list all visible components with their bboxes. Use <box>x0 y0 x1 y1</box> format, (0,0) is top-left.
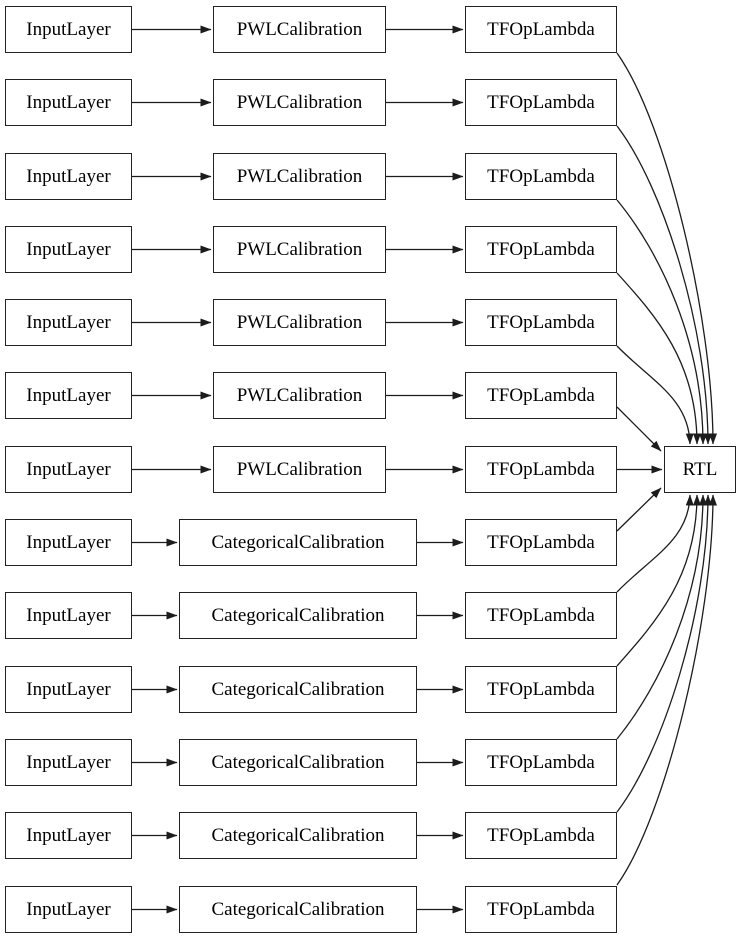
edge-lambda-rtl-9 <box>616 494 694 593</box>
edge-lambda-rtl-5 <box>616 345 694 445</box>
pwl-calibration-node-1: PWLCalibration <box>213 6 386 53</box>
edge-lambda-rtl-12 <box>616 494 712 813</box>
categorical-calibration-node-13: CategoricalCalibration <box>179 886 417 933</box>
input-layer-node-8: InputLayer <box>5 519 132 566</box>
input-layer-node-7: InputLayer <box>5 446 132 493</box>
categorical-calibration-node-8: CategoricalCalibration <box>179 519 417 566</box>
input-layer-node-13: InputLayer <box>5 886 132 933</box>
edge-lambda-rtl-4 <box>616 272 701 445</box>
input-layer-node-11: InputLayer <box>5 739 132 786</box>
tfop-lambda-node-3: TFOpLambda <box>465 153 617 200</box>
edge-lambda-rtl-11 <box>616 494 707 740</box>
tfop-lambda-node-1: TFOpLambda <box>465 6 617 53</box>
edge-lambda-rtl-8 <box>616 487 662 532</box>
edge-lambda-rtl-2 <box>616 125 712 445</box>
pwl-calibration-node-5: PWLCalibration <box>213 299 386 346</box>
input-layer-node-1: InputLayer <box>5 6 132 53</box>
categorical-calibration-node-10: CategoricalCalibration <box>179 666 417 713</box>
tfop-lambda-node-12: TFOpLambda <box>465 812 617 859</box>
edge-lambda-rtl-1 <box>616 52 717 445</box>
edge-lambda-rtl-13 <box>616 494 717 886</box>
tfop-lambda-node-2: TFOpLambda <box>465 79 617 126</box>
pwl-calibration-node-3: PWLCalibration <box>213 153 386 200</box>
edge-lambda-rtl-6 <box>616 406 662 452</box>
tfop-lambda-node-6: TFOpLambda <box>465 372 617 419</box>
pwl-calibration-node-4: PWLCalibration <box>213 226 386 273</box>
pwl-calibration-node-2: PWLCalibration <box>213 79 386 126</box>
categorical-calibration-node-9: CategoricalCalibration <box>179 592 417 639</box>
tfop-lambda-node-4: TFOpLambda <box>465 226 617 273</box>
categorical-calibration-node-11: CategoricalCalibration <box>179 739 417 786</box>
rtl-node: RTL <box>664 446 736 493</box>
input-layer-node-12: InputLayer <box>5 812 132 859</box>
tfop-lambda-node-8: TFOpLambda <box>465 519 617 566</box>
pwl-calibration-node-6: PWLCalibration <box>213 372 386 419</box>
input-layer-node-3: InputLayer <box>5 153 132 200</box>
tfop-lambda-node-7: TFOpLambda <box>465 446 617 493</box>
edge-lambda-rtl-10 <box>616 494 701 667</box>
input-layer-node-4: InputLayer <box>5 226 132 273</box>
tfop-lambda-node-9: TFOpLambda <box>465 592 617 639</box>
tfop-lambda-node-13: TFOpLambda <box>465 886 617 933</box>
input-layer-node-10: InputLayer <box>5 666 132 713</box>
tfop-lambda-node-11: TFOpLambda <box>465 739 617 786</box>
pwl-calibration-node-7: PWLCalibration <box>213 446 386 493</box>
input-layer-node-9: InputLayer <box>5 592 132 639</box>
input-layer-node-5: InputLayer <box>5 299 132 346</box>
input-layer-node-2: InputLayer <box>5 79 132 126</box>
edge-lambda-rtl-3 <box>616 199 707 445</box>
tfop-lambda-node-10: TFOpLambda <box>465 666 617 713</box>
categorical-calibration-node-12: CategoricalCalibration <box>179 812 417 859</box>
tfop-lambda-node-5: TFOpLambda <box>465 299 617 346</box>
input-layer-node-6: InputLayer <box>5 372 132 419</box>
